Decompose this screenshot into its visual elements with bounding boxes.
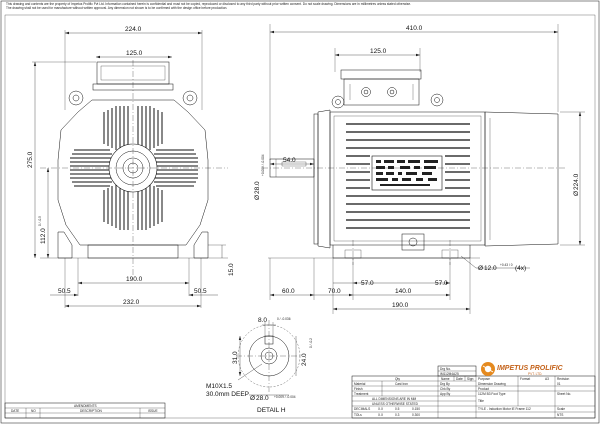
dim-side-shaft-to-foot: 60.0: [282, 288, 295, 295]
dim-detail-key-depth: 31.0: [232, 351, 239, 364]
dim-front-foot-height: 15.0: [228, 263, 235, 276]
dim-front-foot-left: 50.5: [58, 288, 71, 295]
amendments-col-no: NO: [31, 409, 36, 413]
dim-detail-key-width: 8.0: [258, 317, 267, 324]
svg-text:ALL DIMENSIONS ARE IN MM: ALL DIMENSIONS ARE IN MM: [372, 397, 417, 401]
svg-text:Ø: Ø: [250, 395, 255, 402]
svg-text:0 / -0.2: 0 / -0.2: [309, 338, 313, 348]
svg-text:Sheet No.: Sheet No.: [557, 392, 571, 396]
svg-text:The drawing shall not be used: The drawing shall not be used for manufa…: [6, 6, 227, 10]
svg-text:01: 01: [557, 382, 561, 386]
amendments-col-date: DATE: [11, 409, 19, 413]
svg-text:Material: Material: [354, 382, 366, 386]
svg-text:+0.43 / 0: +0.43 / 0: [500, 263, 513, 267]
svg-text:+0.009 / -0.004: +0.009 / -0.004: [261, 154, 265, 176]
svg-text:DECIMALS: DECIMALS: [354, 407, 370, 411]
side-view: 410.0 125.0: [254, 24, 585, 314]
svg-text:0.5: 0.5: [395, 407, 400, 411]
material-value: Cast Iron: [395, 382, 408, 386]
svg-text:Purpose: Purpose: [478, 377, 490, 381]
dim-side-shaft-dia: 28.0: [254, 181, 261, 194]
dim-side-shaft-ext: 54.0: [283, 157, 296, 164]
svg-text:+0.009 / -0.004: +0.009 / -0.004: [274, 395, 296, 399]
svg-text:Date: Date: [456, 377, 463, 381]
svg-text:Drg By: Drg By: [440, 382, 450, 386]
dim-side-body-dia: 224.0: [573, 173, 580, 190]
detail-h: 8.0 0 / -0.036 31.0 24.0 0 / -0.2 Ø 28.0…: [206, 317, 313, 414]
svg-text:NTS: NTS: [557, 413, 563, 417]
dim-front-shaft-height: 112.0: [40, 228, 47, 244]
svg-text:UNLESS OTHERWISE STATED: UNLESS OTHERWISE STATED: [372, 402, 419, 406]
amendments-col-desc: DESCRIPTION: [80, 409, 102, 413]
title-block: Drg No. IM112M4A25 Name Date Sign Qty Ma…: [351, 365, 596, 419]
svg-text:Revision: Revision: [557, 377, 569, 381]
dim-front-top-inner: 125.0: [126, 50, 143, 57]
svg-text:Finish: Finish: [354, 387, 363, 391]
detail-title: DETAIL H: [257, 407, 286, 414]
svg-text:Ø: Ø: [478, 265, 483, 272]
svg-text:Dimension Drawing: Dimension Drawing: [478, 382, 506, 386]
dim-front-top-width: 224.0: [125, 26, 142, 33]
dim-side-hole-dia: 12.0: [484, 265, 497, 272]
svg-text:Drg No.: Drg No.: [440, 367, 451, 371]
svg-text:X.X: X.X: [378, 407, 384, 411]
svg-text:A3: A3: [545, 377, 549, 381]
amendments-col-issue: ISSUE: [148, 409, 158, 413]
svg-text:0 / -0.5: 0 / -0.5: [38, 216, 42, 226]
product-value: 112M B3 Foot Type: [478, 392, 506, 396]
dim-side-foot-right-inner: 57.0: [435, 280, 448, 287]
brand-name: IMPETUS PROLIFIC: [497, 365, 564, 372]
svg-text:0.300: 0.300: [412, 413, 420, 417]
drawing-title: TYLE - Induction Motor IE Frame 112: [478, 407, 531, 411]
amendments-title: AMENDMENTS: [74, 404, 97, 408]
svg-text:App By: App By: [440, 392, 451, 396]
svg-text:0.3: 0.3: [395, 413, 400, 417]
dim-side-foot-left-inner: 57.0: [361, 280, 374, 287]
dim-side-foot-total: 190.0: [392, 302, 409, 309]
dim-detail-side: 24.0: [301, 353, 308, 366]
dim-side-hole-qty: (4x): [515, 265, 526, 272]
svg-text:X.X: X.X: [378, 413, 384, 417]
dim-side-top-box: 125.0: [370, 48, 387, 55]
svg-text:Product: Product: [478, 387, 489, 391]
dim-side-foot-offset: 70.0: [328, 288, 341, 295]
dim-detail-shaft-dia: 28.0: [256, 395, 269, 402]
dim-front-base-width: 190.0: [126, 276, 143, 283]
brand-sub: PVT. LTD.: [528, 372, 542, 376]
svg-text:Ø: Ø: [254, 195, 261, 200]
svg-text:Chk By: Chk By: [440, 387, 451, 391]
front-view: 224.0 125.0: [27, 26, 235, 308]
svg-text:Format: Format: [520, 377, 530, 381]
svg-text:Treatment: Treatment: [354, 392, 369, 396]
dim-front-foot-right: 50.5: [194, 288, 207, 295]
drg-number: IM112M4A25: [440, 372, 459, 376]
detail-thread-depth: 30.0mm DEEP: [206, 391, 249, 398]
brand-logo: IMPETUS PROLIFIC PVT. LTD.: [481, 362, 564, 376]
svg-text:Name: Name: [441, 377, 450, 381]
dim-side-overall-length: 410.0: [406, 25, 423, 32]
svg-text:TOLs: TOLs: [354, 413, 362, 417]
detail-thread: M10X1.5: [206, 383, 232, 390]
dim-side-foot-center: 140.0: [395, 288, 412, 295]
disclaimer-text: This drawing and contents are the proper…: [6, 2, 411, 6]
svg-text:Title: Title: [478, 399, 484, 403]
svg-text:0.150: 0.150: [412, 407, 420, 411]
amendments-table: AMENDMENTS DATE NO DESCRIPTION ISSUE: [4, 402, 166, 419]
dim-front-base-outer: 232.0: [123, 299, 140, 306]
svg-text:Sign: Sign: [467, 377, 474, 381]
svg-text:Ø: Ø: [573, 191, 580, 196]
svg-text:Qty: Qty: [395, 377, 400, 381]
svg-text:0 / -0.036: 0 / -0.036: [277, 317, 291, 321]
dim-front-height: 275.0: [27, 151, 34, 168]
svg-text:Scale: Scale: [557, 407, 565, 411]
